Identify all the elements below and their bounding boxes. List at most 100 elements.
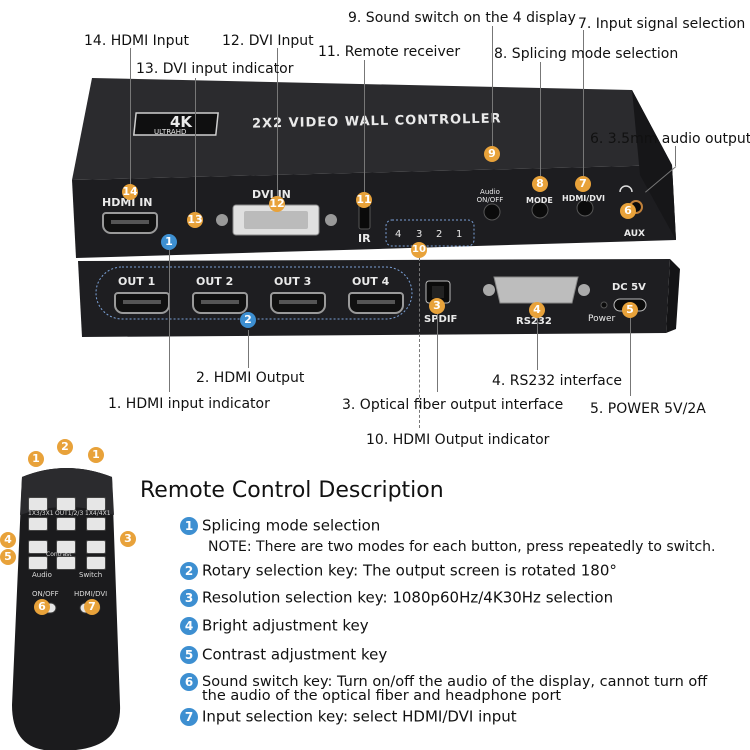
label-ir: IR xyxy=(358,232,371,245)
callout-5: 5. POWER 5V/2A xyxy=(590,401,706,417)
hdmi-out1-port xyxy=(114,292,170,314)
badge-11: 11 xyxy=(356,192,372,208)
remote-btn-5 xyxy=(28,556,48,570)
badge-9: 9 xyxy=(484,146,500,162)
badge-13: 13 xyxy=(187,212,203,228)
callout-14: 14. HDMI Input xyxy=(84,33,189,49)
remote-item-3-text: Resolution selection key: 1080p60Hz/4K30… xyxy=(202,588,614,607)
label-out4: OUT 4 xyxy=(352,275,390,288)
remote-item-6-num: 6 xyxy=(180,673,198,691)
remote-btn-3a xyxy=(86,540,106,554)
remote-label-r1: 1X3/3X1 xyxy=(28,510,54,517)
remote-btn-1d xyxy=(86,517,106,531)
badge-5: 5 xyxy=(622,302,638,318)
leader-11 xyxy=(364,60,365,196)
badge-12: 12 xyxy=(269,196,285,212)
remote-item-1-text: Splicing mode selection xyxy=(202,516,381,535)
leader-8 xyxy=(540,62,541,176)
remote-item-3-num: 3 xyxy=(180,588,198,607)
callout-3: 3. Optical fiber output interface xyxy=(342,397,564,413)
callout-2: 2. HDMI Output xyxy=(196,370,305,386)
label-audio-onoff: Audio ON/OFF xyxy=(476,188,504,204)
callout-7: 7. Input signal selection xyxy=(578,16,746,32)
label-out1: OUT 1 xyxy=(118,275,156,288)
remote-btn-mid-a xyxy=(56,540,76,554)
remote-btn-1b xyxy=(28,517,48,531)
remote-item-5-text: Contrast adjustment key xyxy=(202,645,388,664)
remote-item-4-num: 4 xyxy=(180,616,198,635)
remote-badge-4: 4 xyxy=(0,532,16,548)
leader-1 xyxy=(169,250,170,392)
remote-badge-1a: 1 xyxy=(28,451,44,467)
remote-item-4-text: Bright adjustment key xyxy=(202,616,369,635)
device-top-unit xyxy=(72,78,676,258)
badge-14: 14 xyxy=(122,184,138,200)
badge-3: 3 xyxy=(429,298,445,314)
badge-1: 1 xyxy=(161,234,177,250)
remote-badge-2: 2 xyxy=(57,439,73,455)
label-hdmi-dvi: HDMI/DVI xyxy=(562,194,606,203)
label-spdif: SPDIF xyxy=(424,314,458,325)
leader-14 xyxy=(130,48,131,188)
remote-label-onoff: ON/OFF xyxy=(32,590,59,598)
remote-badge-1b: 1 xyxy=(88,447,104,463)
label-out3: OUT 3 xyxy=(274,275,312,288)
remote-btn-3b xyxy=(86,556,106,570)
hdmi-in-port xyxy=(102,212,158,234)
led-3-label: 3 xyxy=(416,229,423,240)
hdmi-out3-port xyxy=(270,292,326,314)
label-power: Power xyxy=(588,314,616,324)
leader-12 xyxy=(277,48,278,198)
remote-btn-1a xyxy=(28,497,48,511)
remote-badge-6: 6 xyxy=(34,599,50,615)
badge-7: 7 xyxy=(575,176,591,192)
remote-item-1-num: 1 xyxy=(180,516,198,535)
leader-13 xyxy=(195,78,196,212)
remote-item-7-num: 7 xyxy=(180,707,198,726)
badge-ultrahd-text: ULTRAHD xyxy=(154,128,187,136)
badge-8: 8 xyxy=(532,176,548,192)
callout-13: 13. DVI input indicator xyxy=(136,61,294,77)
hdmi-out4-port xyxy=(348,292,404,314)
leader-4 xyxy=(537,318,538,370)
hdmi-out2-port xyxy=(192,292,248,314)
callout-12: 12. DVI Input xyxy=(222,33,314,49)
badge-4k-text: 4K xyxy=(170,113,193,131)
label-mode: MODE xyxy=(526,196,553,205)
remote-item-5-num: 5 xyxy=(180,645,198,664)
led-4-label: 4 xyxy=(395,229,402,240)
remote-item-2-text: Rotary selection key: The output screen … xyxy=(202,561,617,580)
remote-title: Remote Control Description xyxy=(140,478,444,503)
badge-6: 6 xyxy=(620,203,636,219)
callout-1: 1. HDMI input indicator xyxy=(108,396,270,412)
remote-item-6-cont: the audio of the optical fiber and headp… xyxy=(202,688,562,704)
label-dc5v: DC 5V xyxy=(612,282,646,293)
callout-6: 6. 3.5mm audio output xyxy=(590,131,750,147)
remote-badge-3: 3 xyxy=(120,531,136,547)
remote-badge-5: 5 xyxy=(0,549,16,565)
leader-2 xyxy=(248,330,249,368)
callout-10: 10. HDMI Output indicator xyxy=(366,432,550,448)
leader-6 xyxy=(675,146,676,166)
callout-4: 4. RS232 interface xyxy=(492,373,623,389)
remote-label-contrast: Contrast xyxy=(46,551,72,558)
leader-7 xyxy=(583,30,584,176)
remote-item-6-text: Sound switch key: Turn on/off the audio … xyxy=(202,674,708,690)
label-out2: OUT 2 xyxy=(196,275,234,288)
remote-btn-1c xyxy=(86,497,106,511)
callout-11: 11. Remote receiver xyxy=(318,44,461,60)
leader-5 xyxy=(630,318,631,396)
label-aux: AUX xyxy=(624,229,645,239)
badge-10: 10 xyxy=(411,242,427,258)
remote-item-7-text: Input selection key: select HDMI/DVI inp… xyxy=(202,707,517,726)
led-2-label: 2 xyxy=(436,229,443,240)
remote-item-2-num: 2 xyxy=(180,561,198,580)
